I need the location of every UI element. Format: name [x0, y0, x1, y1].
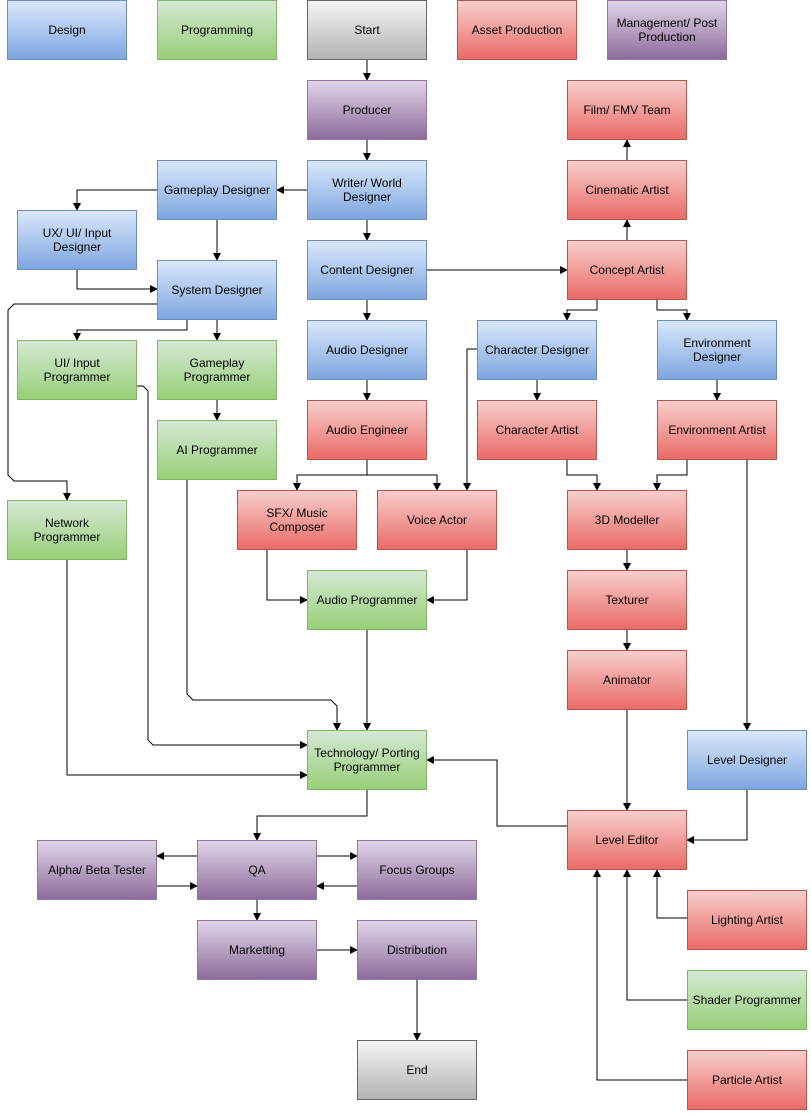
animator-node: Animator	[567, 650, 687, 710]
character-artist-node: Character Artist	[477, 400, 597, 460]
network-programmer-node: Network Programmer	[7, 500, 127, 560]
connector-sfx-music-composer-to-audio-programmer	[266, 550, 308, 604]
connector-system-designer-to-ui-input-programmer	[73, 320, 188, 341]
texturer-node: Texturer	[567, 570, 687, 630]
connector-audio-engineer-to-sfx-music-composer	[293, 460, 368, 491]
focus-groups-node: Focus Groups	[357, 840, 477, 900]
ux-ui-input-designer-node: UX/ UI/ Input Designer	[17, 210, 137, 270]
connector-lighting-artist-to-level-editor	[653, 869, 687, 919]
ui-input-programmer-node: UI/ Input Programmer	[17, 340, 137, 400]
start-node: Start	[307, 0, 427, 60]
concept-artist-node: Concept Artist	[567, 240, 687, 300]
connector-concept-artist-to-character-designer	[563, 300, 598, 321]
producer-node: Producer	[307, 80, 427, 140]
cinematic-artist-node: Cinematic Artist	[567, 160, 687, 220]
qa-node: QA	[197, 840, 317, 900]
film-fmv-team-node: Film/ FMV Team	[567, 80, 687, 140]
connector-particle-artist-to-level-editor	[593, 869, 687, 1081]
voice-actor-node: Voice Actor	[377, 490, 497, 550]
connector-character-artist-to-modeller-3d	[566, 460, 601, 491]
level-editor-node: Level Editor	[567, 810, 687, 870]
connector-level-designer-to-level-editor	[686, 790, 748, 844]
marketting-node: Marketting	[197, 920, 317, 980]
connector-system-designer-to-network-programmer	[7, 303, 157, 501]
connector-ux-ui-input-designer-to-system-designer	[76, 270, 158, 293]
content-designer-node: Content Designer	[307, 240, 427, 300]
lighting-artist-node: Lighting Artist	[687, 890, 807, 950]
connector-network-programmer-to-technology-porting-programmer	[66, 560, 308, 779]
legend-asset-production: Asset Production	[457, 0, 577, 60]
character-designer-node: Character Designer	[477, 320, 597, 380]
connector-environment-artist-to-modeller-3d	[653, 460, 688, 491]
connector-level-editor-to-technology-porting-programmer	[426, 756, 567, 827]
end-node: End	[357, 1040, 477, 1100]
sfx-music-composer-node: SFX/ Music Composer	[237, 490, 357, 550]
distribution-node: Distribution	[357, 920, 477, 980]
audio-engineer-node: Audio Engineer	[307, 400, 427, 460]
connector-ui-input-programmer-to-technology-porting-programmer	[137, 385, 308, 749]
system-designer-node: System Designer	[157, 260, 277, 320]
environment-designer-node: Environment Designer	[657, 320, 777, 380]
connector-technology-porting-programmer-to-qa	[253, 790, 368, 841]
environment-artist-node: Environment Artist	[657, 400, 777, 460]
gameplay-designer-node: Gameplay Designer	[157, 160, 277, 220]
connector-shader-programmer-to-level-editor	[623, 869, 687, 1001]
ai-programmer-node: AI Programmer	[157, 420, 277, 480]
connector-gameplay-designer-to-ux-ui-input-designer	[73, 189, 157, 211]
alpha-beta-tester-node: Alpha/ Beta Tester	[37, 840, 157, 900]
legend-management-post-production: Management/ Post Production	[607, 0, 727, 60]
audio-programmer-node: Audio Programmer	[307, 570, 427, 630]
connector-voice-actor-to-audio-programmer	[426, 550, 468, 604]
technology-porting-programmer-node: Technology/ Porting Programmer	[307, 730, 427, 790]
writer-world-designer-node: Writer/ World Designer	[307, 160, 427, 220]
audio-designer-node: Audio Designer	[307, 320, 427, 380]
connector-character-designer-to-voice-actor	[463, 348, 477, 491]
legend-programming: Programming	[157, 0, 277, 60]
connector-concept-artist-to-environment-designer	[656, 300, 691, 321]
gameplay-programmer-node: Gameplay Programmer	[157, 340, 277, 400]
particle-artist-node: Particle Artist	[687, 1050, 807, 1110]
connector-ai-programmer-to-technology-porting-programmer	[186, 480, 341, 731]
legend-design: Design	[7, 0, 127, 60]
shader-programmer-node: Shader Programmer	[687, 970, 807, 1030]
connector-audio-engineer-to-voice-actor	[367, 474, 441, 491]
level-designer-node: Level Designer	[687, 730, 807, 790]
3d-modeller-node: 3D Modeller	[567, 490, 687, 550]
